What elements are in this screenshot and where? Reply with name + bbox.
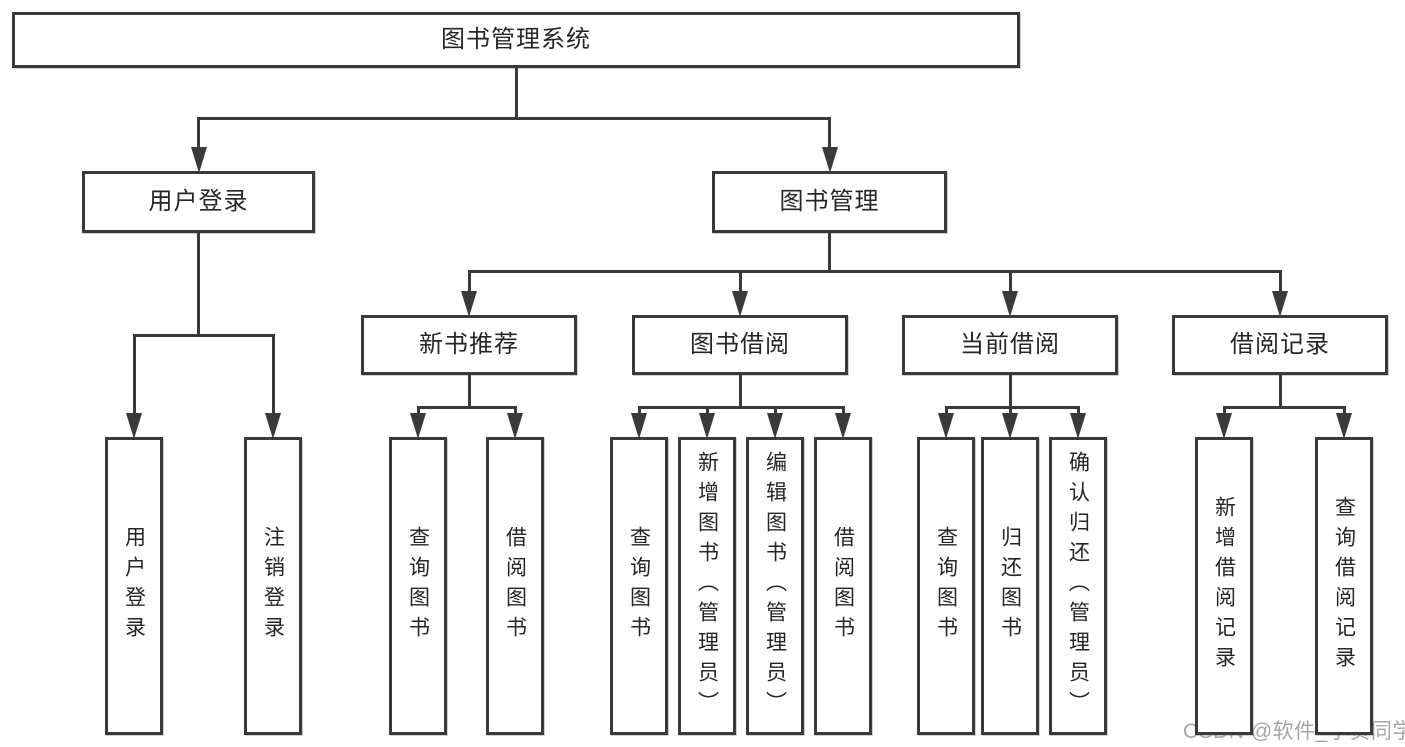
connector-line-vertical: [738, 375, 742, 407]
diagram-node-l10: 归还图书: [981, 437, 1039, 735]
connector-line-vertical: [773, 407, 777, 417]
diagram-node-current: 当前借阅: [902, 315, 1118, 375]
connector-line-vertical: [828, 233, 831, 271]
node-label: 注销登录: [261, 526, 285, 646]
arrow-down-icon: [461, 291, 477, 317]
node-label: 用户登录: [122, 526, 146, 646]
node-label: 借阅图书: [503, 526, 527, 646]
node-label: 查询图书: [406, 526, 430, 646]
diagram-node-l9: 查询图书: [917, 437, 975, 735]
connector-line-vertical: [513, 407, 517, 417]
node-label: 图书管理系统: [441, 26, 591, 53]
node-label: 新增图书（管理员）: [695, 451, 719, 721]
arrow-down-icon: [767, 413, 783, 439]
arrow-down-icon: [821, 147, 838, 173]
diagram-node-l11: 确认归还（管理员）: [1049, 437, 1107, 735]
diagram-node-l3: 查询图书: [389, 437, 447, 735]
arrow-down-icon: [410, 413, 426, 439]
arrow-down-icon: [1002, 291, 1018, 317]
arrow-down-icon: [1216, 413, 1232, 439]
connector-line-horizontal: [637, 405, 845, 409]
connector-line-horizontal: [1222, 405, 1346, 409]
diagram-node-l12: 新增借阅记录: [1195, 437, 1253, 735]
node-label: 图书管理: [779, 188, 880, 215]
diagram-node-l2: 注销登录: [244, 437, 302, 735]
arrow-down-icon: [835, 413, 851, 439]
arrow-down-icon: [1272, 291, 1288, 317]
connector-line-vertical: [1008, 271, 1012, 295]
diagram-node-l13: 查询借阅记录: [1315, 437, 1373, 735]
node-label: 用户登录: [148, 188, 249, 215]
connector-line-vertical: [197, 118, 200, 151]
arrow-down-icon: [265, 413, 281, 439]
connector-line-horizontal: [197, 116, 831, 120]
connector-line-vertical: [841, 407, 845, 417]
connector-line-vertical: [1278, 375, 1282, 407]
arrow-down-icon: [699, 413, 715, 439]
node-label: 归还图书: [998, 526, 1022, 646]
diagram-node-borrow: 图书借阅: [632, 315, 848, 375]
node-label: 图书借阅: [690, 331, 790, 358]
connector-line-vertical: [197, 233, 200, 335]
arrow-down-icon: [1002, 413, 1018, 439]
connector-line-vertical: [1008, 375, 1012, 407]
diagram-node-login: 用户登录: [82, 171, 315, 233]
connector-line-vertical: [705, 407, 709, 417]
connector-line-vertical: [271, 335, 275, 417]
connector-line-vertical: [467, 271, 471, 295]
node-label: 查询图书: [627, 526, 651, 646]
arrow-down-icon: [732, 291, 748, 317]
node-label: 借阅图书: [831, 526, 855, 646]
diagram-node-records: 借阅记录: [1172, 315, 1388, 375]
node-label: 当前借阅: [960, 331, 1060, 358]
connector-line-vertical: [416, 407, 420, 417]
connector-line-vertical: [944, 407, 948, 417]
node-label: 编辑图书（管理员）: [763, 451, 787, 721]
node-label: 借阅记录: [1230, 331, 1330, 358]
arrow-down-icon: [1070, 413, 1086, 439]
connector-line-vertical: [1278, 271, 1282, 295]
connector-line-horizontal: [416, 405, 517, 409]
diagram-node-l6: 新增图书（管理员）: [678, 437, 736, 735]
connector-line-vertical: [467, 375, 471, 407]
connector-line-horizontal: [944, 405, 1080, 409]
diagram-node-root: 图书管理系统: [12, 12, 1020, 68]
arrow-down-icon: [190, 147, 207, 173]
arrow-down-icon: [507, 413, 523, 439]
connector-line-vertical: [1342, 407, 1346, 417]
connector-line-vertical: [514, 68, 518, 118]
diagram-node-rec: 新书推荐: [361, 315, 577, 375]
node-label: 查询借阅记录: [1332, 496, 1356, 676]
connector-line-horizontal: [467, 269, 1282, 273]
diagram-node-l8: 借阅图书: [814, 437, 872, 735]
connector-line-vertical: [1076, 407, 1080, 417]
connector-line-vertical: [1222, 407, 1226, 417]
arrow-down-icon: [631, 413, 647, 439]
arrow-down-icon: [126, 413, 142, 439]
connector-line-vertical: [1008, 407, 1012, 417]
diagram-node-l4: 借阅图书: [486, 437, 544, 735]
connector-line-vertical: [738, 271, 742, 295]
node-label: 查询图书: [934, 526, 958, 646]
connector-line-vertical: [132, 335, 136, 417]
node-label: 新书推荐: [419, 331, 519, 358]
arrow-down-icon: [1336, 413, 1352, 439]
diagram-node-l1: 用户登录: [105, 437, 163, 735]
node-label: 新增借阅记录: [1212, 496, 1236, 676]
connector-line-vertical: [828, 118, 831, 151]
connector-line-horizontal: [132, 333, 275, 337]
node-label: 确认归还（管理员）: [1066, 451, 1090, 721]
diagram-node-l7: 编辑图书（管理员）: [746, 437, 804, 735]
diagram-node-l5: 查询图书: [610, 437, 668, 735]
diagram-node-mgmt: 图书管理: [712, 171, 947, 233]
connector-line-vertical: [637, 407, 641, 417]
arrow-down-icon: [938, 413, 954, 439]
